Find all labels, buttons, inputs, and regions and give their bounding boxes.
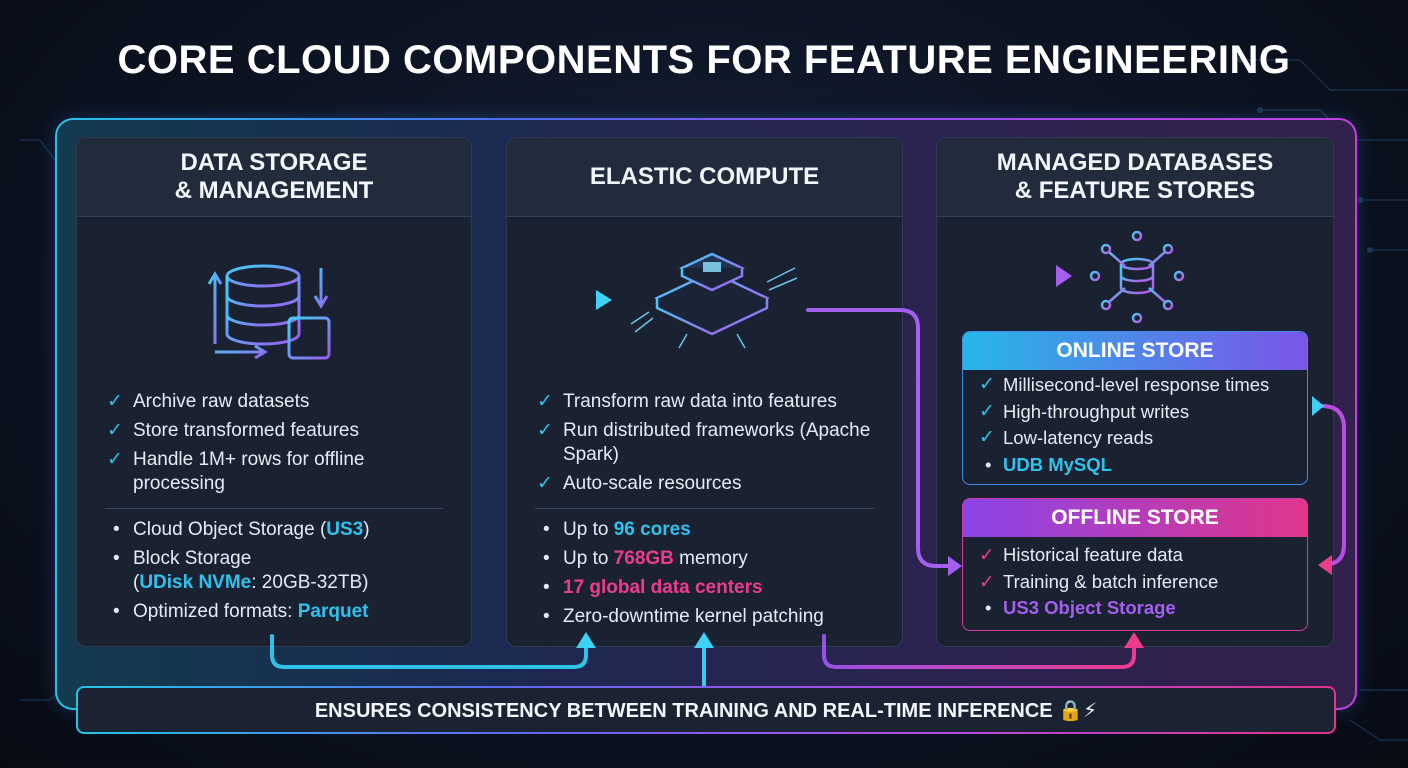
list-item: Auto-scale resources: [537, 472, 882, 496]
database-network-icon: [1089, 230, 1185, 324]
list-item: Historical feature data: [979, 544, 1297, 566]
list-item: Up to 768GB memory: [537, 547, 882, 571]
list-item: Millisecond-level response times: [979, 374, 1297, 396]
online-store-title: ONLINE STORE: [963, 332, 1307, 370]
highlight-us3-object: US3 Object Storage: [1003, 597, 1176, 618]
online-store-card: ONLINE STORE Millisecond-level response …: [962, 331, 1308, 485]
highlight-datacenters: 17 global data centers: [563, 577, 763, 598]
list-item: Run distributed frameworks (Apache Spark…: [537, 419, 882, 467]
highlight-us3: US3: [326, 519, 364, 540]
list-item: 17 global data centers: [537, 576, 882, 600]
consistency-banner: ENSURES CONSISTENCY BETWEEN TRAINING AND…: [76, 686, 1336, 734]
list-item: Handle 1M+ rows for offline processing: [107, 448, 451, 496]
divider: [105, 508, 443, 509]
storage-details: Cloud Object Storage (US3) Block Storage…: [107, 518, 451, 629]
list-item: US3 Object Storage: [979, 597, 1297, 619]
panel-header: DATA STORAGE & MANAGEMENT: [77, 138, 471, 217]
highlight-udb: UDB MySQL: [1003, 453, 1112, 475]
panel-data-storage: DATA STORAGE & MANAGEMENT Archive raw da…: [76, 137, 472, 647]
list-item: Archive raw datasets: [107, 390, 451, 414]
list-item: Transform raw data into features: [537, 390, 882, 414]
list-item: Block Storage(UDisk NVMe: 20GB-32TB): [107, 547, 451, 595]
highlight-parquet: Parquet: [297, 601, 369, 622]
offline-store-features: Historical feature data Training & batch…: [979, 544, 1297, 624]
offline-store-title: OFFLINE STORE: [963, 499, 1307, 537]
list-item: High-throughput writes: [979, 401, 1297, 423]
page-title: CORE CLOUD COMPONENTS FOR FEATURE ENGINE…: [117, 38, 1291, 82]
list-item: Training & batch inference: [979, 571, 1297, 593]
database-sync-icon: [207, 264, 331, 360]
list-item: Up to 96 cores: [537, 518, 882, 542]
compute-details: Up to 96 cores Up to 768GB memory 17 glo…: [537, 518, 882, 634]
highlight-memory: 768GB: [613, 548, 674, 569]
list-item: Low-latency reads: [979, 427, 1297, 449]
panel-title: ELASTIC COMPUTE: [589, 163, 820, 190]
highlight-udisk: UDisk NVMe: [139, 572, 252, 593]
highlight-cores: 96 cores: [613, 519, 691, 540]
panel-elastic-compute: ELASTIC COMPUTE Transform raw data into …: [506, 137, 903, 647]
list-item: Cloud Object Storage (US3): [107, 518, 451, 542]
list-item: Zero-downtime kernel patching: [537, 605, 882, 629]
cpu-chip-icon: [630, 252, 797, 349]
compute-capabilities: Transform raw data into features Run dis…: [537, 390, 882, 501]
panel-header: ELASTIC COMPUTE: [507, 138, 902, 217]
panel-title: DATA STORAGE & MANAGEMENT: [174, 149, 374, 204]
storage-capabilities: Archive raw datasets Store transformed f…: [107, 390, 451, 501]
list-item: Optimized formats: Parquet: [107, 600, 451, 624]
panel-title: MANAGED DATABASES & FEATURE STORES: [996, 149, 1274, 204]
online-store-features: Millisecond-level response times High-th…: [979, 374, 1297, 480]
panel-header: MANAGED DATABASES & FEATURE STORES: [937, 138, 1333, 217]
list-item: UDB MySQL: [979, 454, 1297, 476]
divider: [535, 508, 874, 509]
list-item: Store transformed features: [107, 419, 451, 443]
offline-store-card: OFFLINE STORE Historical feature data Tr…: [962, 498, 1308, 631]
